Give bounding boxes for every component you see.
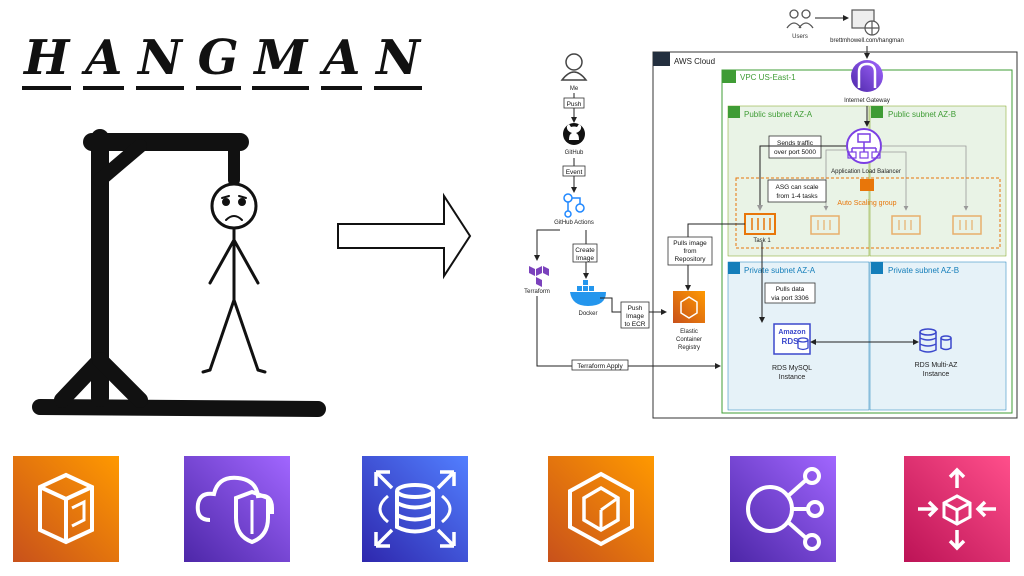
ecr-label-line3: Registry [678,345,700,351]
pulls-image-note [667,236,713,266]
github-actions-icon [563,193,585,218]
docker-label: Docker [578,311,597,317]
sends-traffic-line2: over port 5000 [774,149,816,156]
ecs-hexagon-icon [548,456,654,562]
gallows-left-foot [54,352,108,408]
rds-logo [773,323,811,355]
rds-mysql-icon [797,337,809,351]
push-to-ecr-line1: Push [628,305,643,312]
public-subnet-a-label: Public subnet AZ-A [744,110,813,119]
pulls-image-line1: Pulls image [673,240,707,247]
push-label: Push [567,101,582,108]
asg-label: Auto Scaling group [837,200,896,207]
me-label: Me [570,86,579,92]
vpc-label: VPC US-East-1 [740,73,796,82]
users-icon [786,9,814,29]
push-to-ecr-line3: to ECR [625,321,646,328]
gallows-base [32,399,326,417]
pulls-image-line2: from [684,248,697,255]
create-image-line1: Create [575,247,595,254]
sends-traffic-line1: Sends traffic [777,140,814,147]
alb-label: Application Load Balancer [831,169,901,175]
gallows-brace [93,139,147,187]
pulls-data-line2: via port 3306 [771,295,809,302]
github-icon [563,123,585,145]
terraform-label: Terraform [524,289,550,295]
api-gateway-cube-icon [904,456,1010,562]
private-subnet-b-label: Private subnet AZ-B [888,266,959,275]
task1-label: Task 1 [753,238,771,244]
rds-mysql-line1: RDS MySQL [772,365,812,372]
users-label: Users [792,34,808,40]
globe-browser-icon [851,9,880,36]
private-subnet-b [869,261,1007,411]
aws-cloud-label: AWS Cloud [674,57,715,66]
hangman-title: H A N G M A N [22,34,422,90]
stick-figure-head [210,182,258,230]
rds-logo-line2: RDS [782,337,800,346]
title-letter: M [252,34,310,90]
public-subnet-b [869,105,1007,257]
terraform-apply-label: Terraform Apply [577,363,623,370]
asg-scale-line1: ASG can scale [776,184,819,191]
rds-logo-line1: Amazon [778,329,805,336]
rds-mysql-line2: Instance [779,374,806,381]
event-label: Event [566,169,583,176]
gallows [32,129,326,417]
rds-multi-az-line2: Instance [923,371,950,378]
rds-database-icon [362,456,468,562]
title-letter: H [22,34,72,90]
internet-gateway-label: Internet Gateway [844,98,890,104]
stick-figure [201,182,267,374]
domain-label: brettmhowell.com/hangman [830,38,904,44]
push-to-ecr-line2: Image [626,313,644,320]
github-label: GitHub [565,150,584,156]
rds-multi-az-line1: RDS Multi-AZ [915,362,959,369]
create-image-line2: Image [576,255,594,262]
title-letter: A [321,34,363,90]
ecr-repository-icon [13,456,119,562]
terraform-icon [529,266,549,287]
asg-scale-line2: from 1-4 tasks [776,193,818,200]
github-actions-label: GitHub Actions [554,220,594,226]
me-icon [560,53,588,81]
ecr-label-line1: Elastic [680,329,698,335]
load-balancer-icon [730,456,836,562]
pulls-data-note [764,282,816,304]
task-icon [891,215,921,235]
title-letter: G [195,34,241,90]
aws-cloud-boundary [652,51,1018,419]
title-letter: N [374,34,422,90]
ecr-label-line2: Container [676,337,702,343]
title-letter: N [136,34,184,90]
architecture-diagram: Users brettmhowell.com/hangman AWS Cloud… [524,9,1018,419]
public-subnet-b-label: Public subnet AZ-B [888,110,956,119]
auto-scaling-group [735,177,1001,249]
pulls-data-line1: Pulls data [776,286,805,293]
pulls-image-line3: Repository [674,256,706,263]
asg-icon [860,179,874,191]
gallows-right-foot [92,352,148,408]
sends-traffic-note [768,135,822,159]
big-arrow-icon [337,192,472,280]
title-letter: A [83,34,125,90]
docker-icon [570,280,606,306]
cloud-shield-icon [184,456,290,562]
rds-multi-az-icon [919,328,952,353]
private-subnet-a-label: Private subnet AZ-A [744,266,816,275]
task-icon [810,215,840,235]
task-icon [952,215,982,235]
service-tiles [13,456,1010,562]
asg-scale-note [767,179,827,203]
